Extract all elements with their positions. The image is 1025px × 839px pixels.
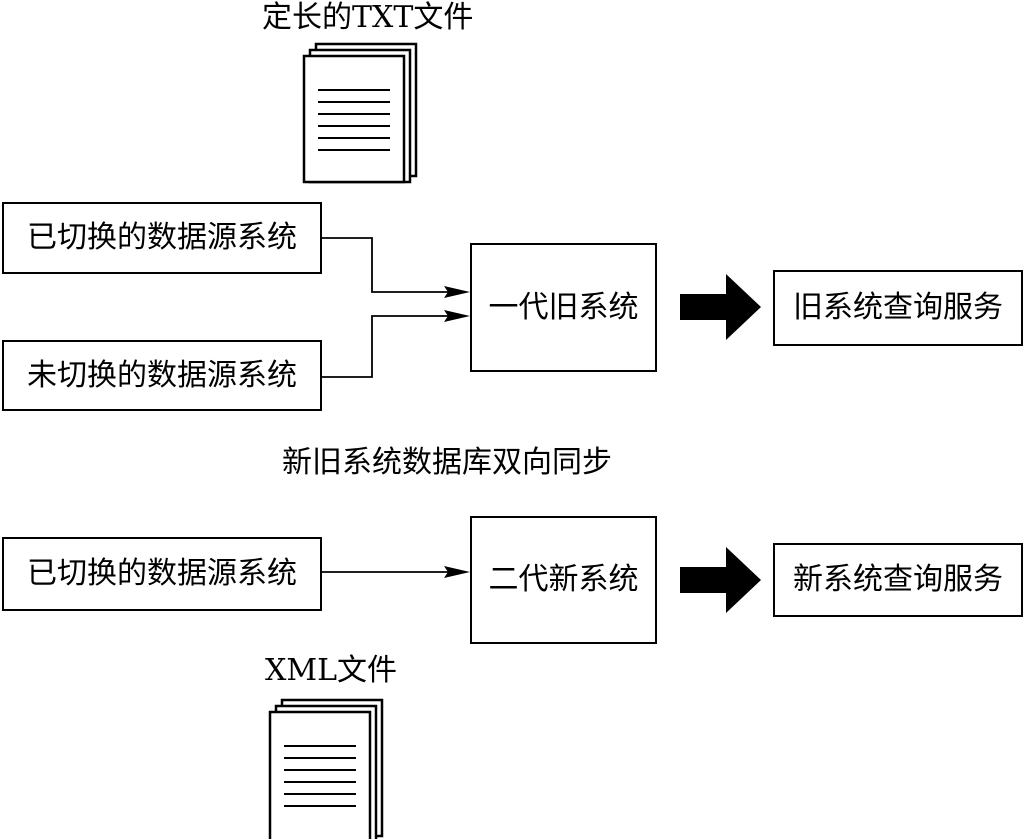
xml-document-stack-icon — [268, 698, 384, 839]
unswitched-source-system-box: 未切换的数据源系统 — [2, 340, 322, 411]
switched-source-system-box: 已切换的数据源系统 — [2, 202, 322, 274]
new-switched-source-system-label: 已切换的数据源系统 — [27, 556, 297, 591]
bidirectional-sync-label: 新旧系统数据库双向同步 — [282, 445, 612, 480]
new-system-box: 二代新系统 — [470, 516, 657, 644]
new-system-label: 二代新系统 — [488, 562, 639, 597]
old-query-service-box: 旧系统查询服务 — [773, 270, 1023, 346]
new-switched-source-system-box: 已切换的数据源系统 — [2, 537, 322, 611]
new-query-service-box: 新系统查询服务 — [773, 543, 1023, 617]
new-thick-right-arrow-icon — [680, 547, 761, 613]
old-system-label: 一代旧系统 — [488, 289, 639, 325]
switched-source-system-label: 已切换的数据源系统 — [27, 220, 297, 255]
txt-document-stack-icon — [302, 42, 418, 184]
new-query-service-label: 新系统查询服务 — [793, 562, 1003, 597]
unswitched-source-system-label: 未切换的数据源系统 — [27, 357, 297, 393]
xml-file-label: XML文件 — [265, 653, 397, 688]
old-system-box: 一代旧系统 — [470, 243, 657, 372]
old-thick-right-arrow-icon — [680, 274, 761, 340]
old-query-service-label: 旧系统查询服务 — [793, 290, 1003, 325]
txt-file-label: 定长的TXT文件 — [262, 0, 474, 35]
